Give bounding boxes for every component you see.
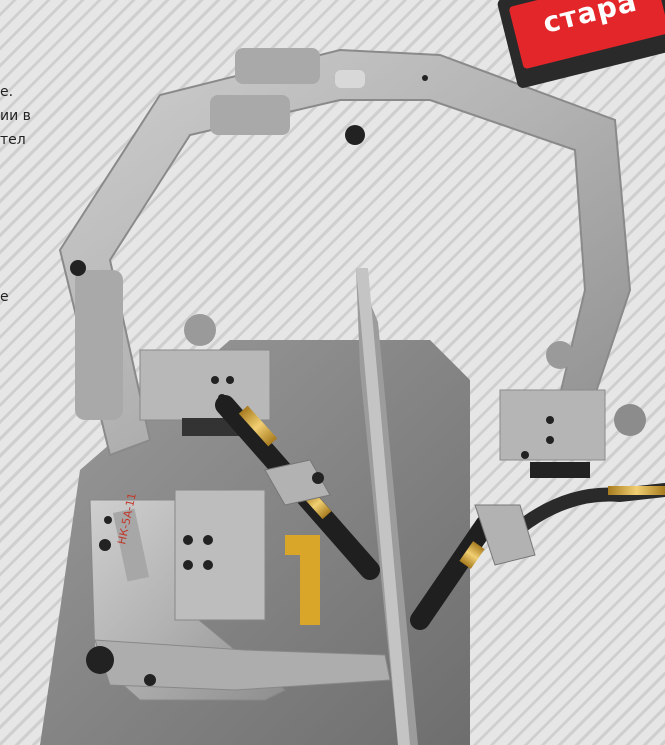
text-fragment-3: тел [0, 132, 26, 148]
text-fragment-1: е. [0, 84, 14, 100]
right-clamp [499, 389, 606, 461]
text-fragment-2: ии в [0, 108, 31, 124]
pivot-bolt [345, 125, 365, 145]
right-torch-cable [498, 483, 665, 547]
text-fragment-4: е [0, 289, 9, 305]
